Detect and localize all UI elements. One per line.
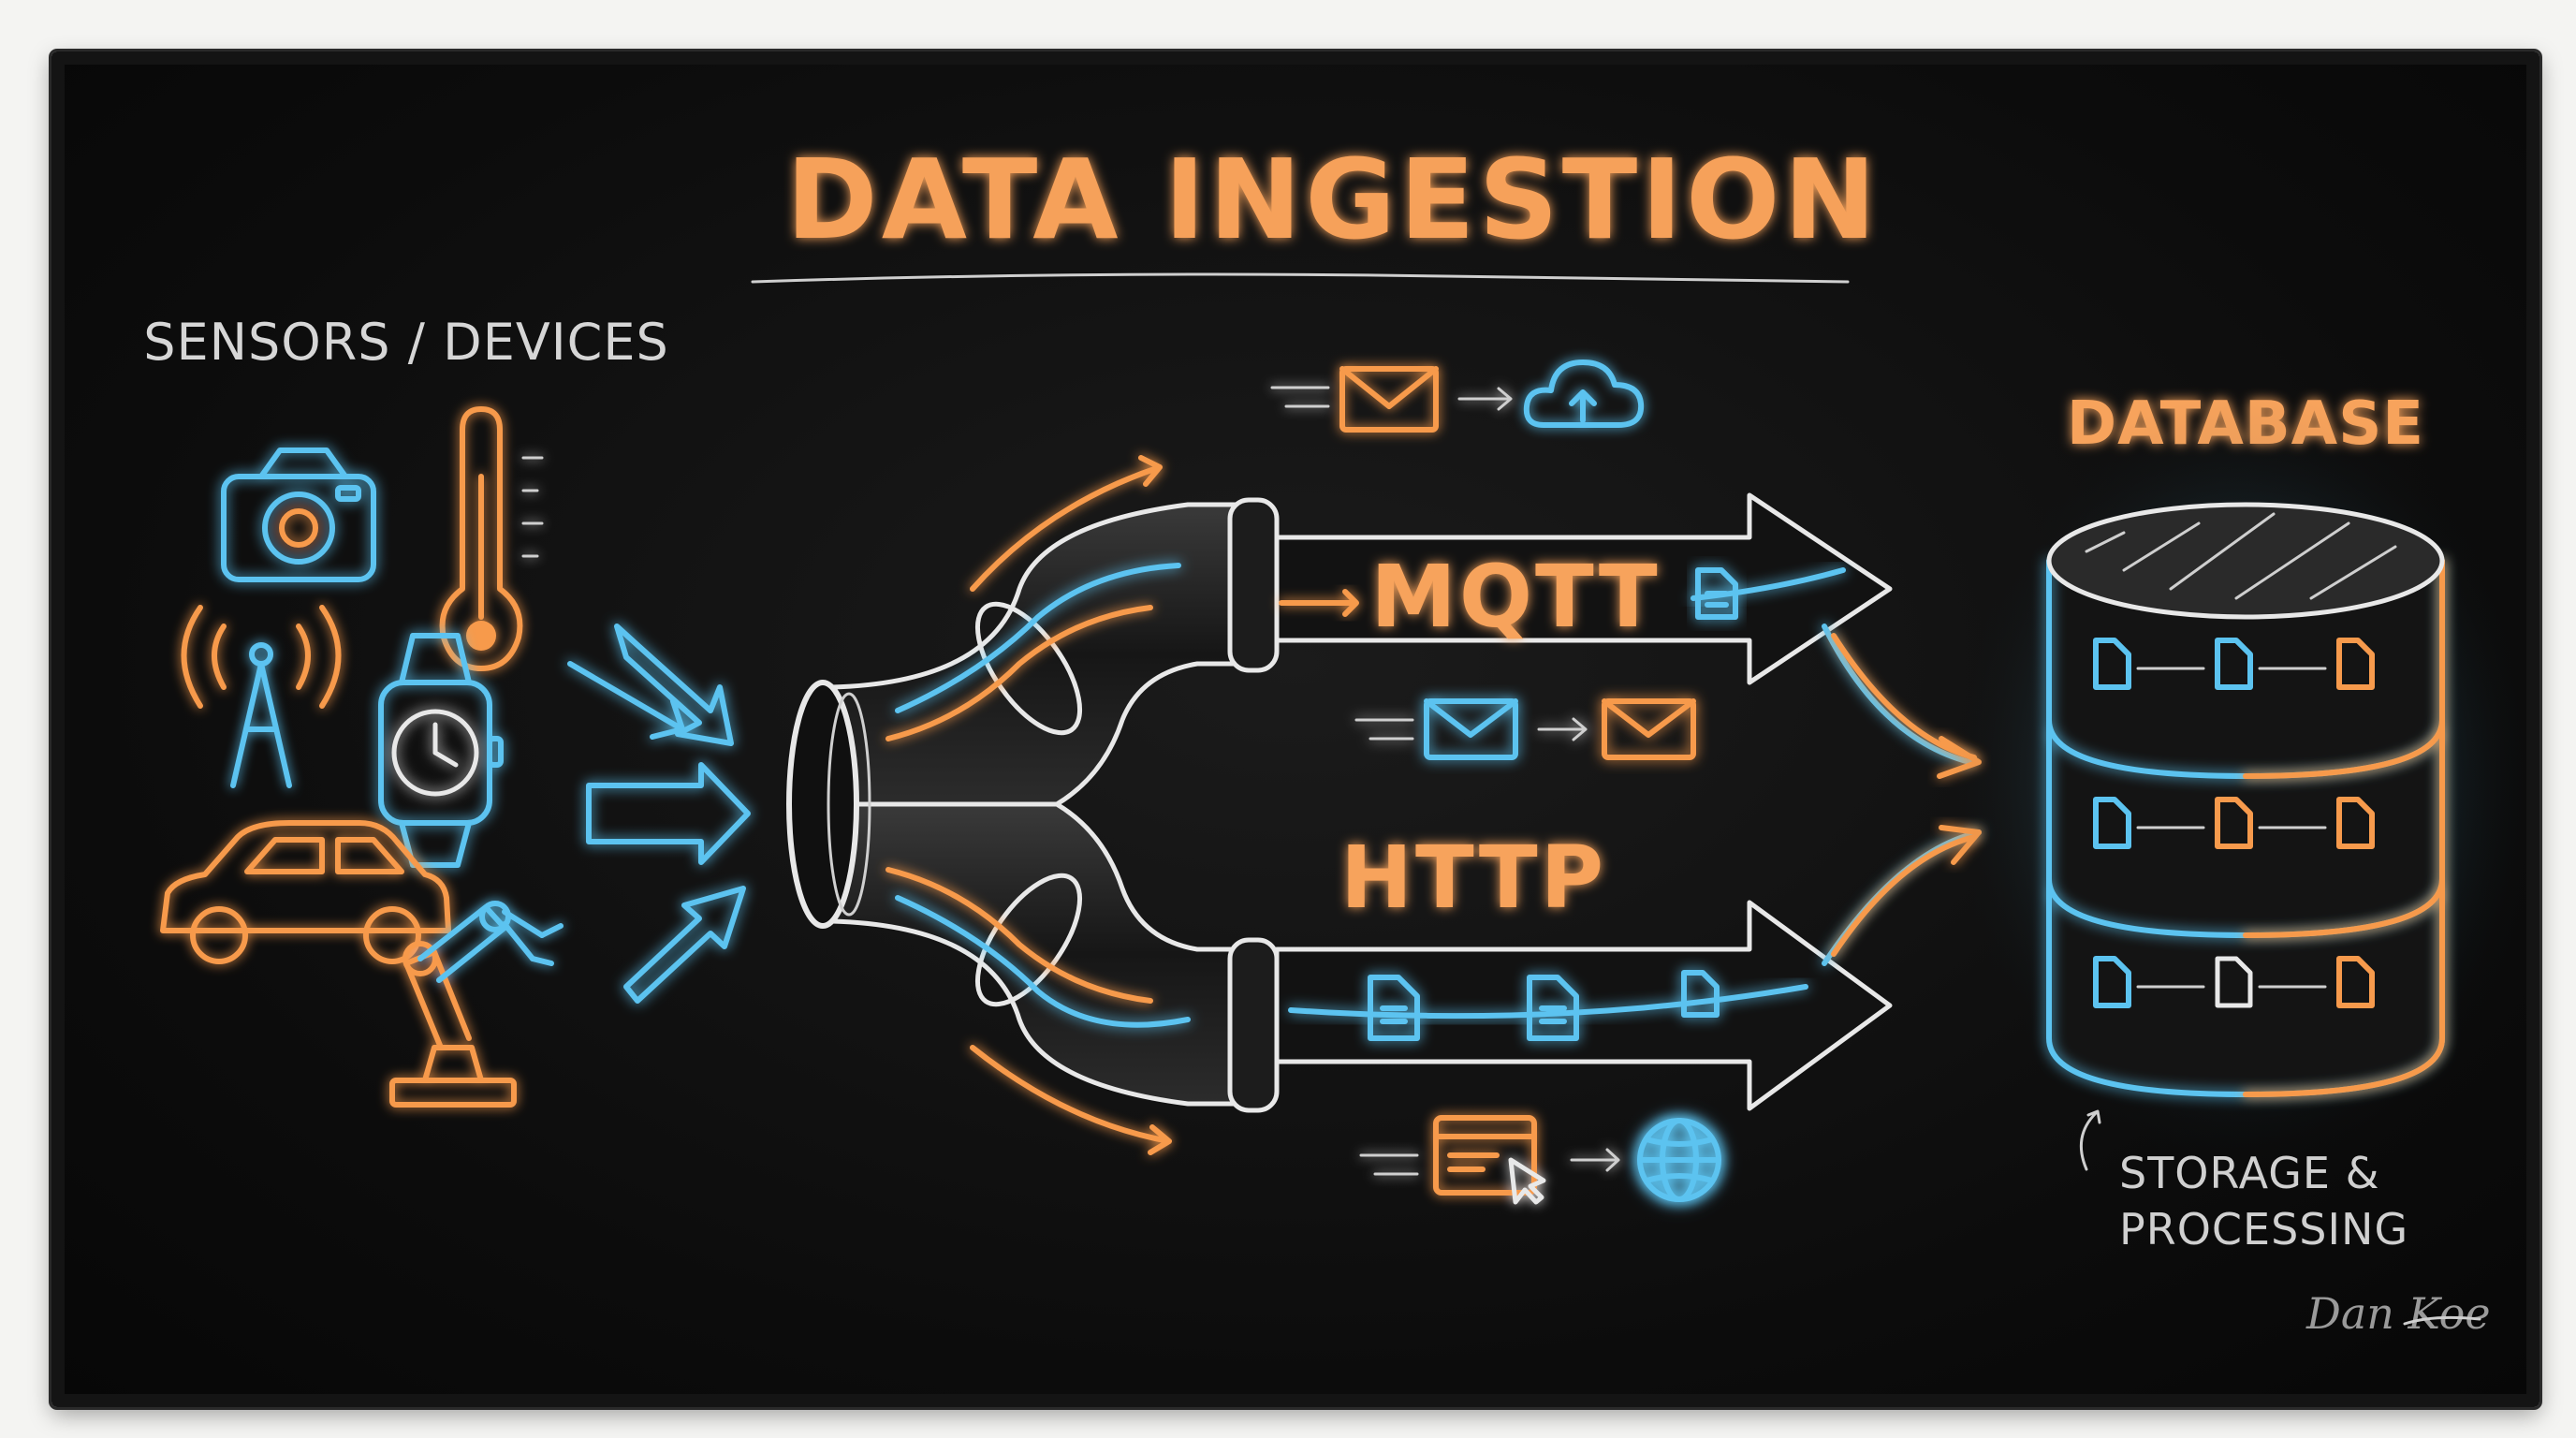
thermometer-icon (439, 406, 544, 671)
ingestion-diagram: DATA INGESTION SENSORS / DEVICES (143, 135, 2526, 1339)
database-documents (2093, 638, 2375, 1008)
signature: Dan Koe (2305, 1288, 2491, 1339)
document-icon (1695, 567, 1738, 620)
database-icon (1946, 392, 2526, 1179)
signature-underline (2403, 1315, 2481, 1326)
antenna-icon (181, 605, 342, 788)
page-title: DATA INGESTION (786, 135, 1880, 264)
storage-note-line1: STORAGE & (2119, 1148, 2379, 1198)
camera-icon (221, 448, 376, 582)
sensors-label: SENSORS / DEVICES (143, 313, 669, 372)
chalkboard: DATA INGESTION SENSORS / DEVICES (51, 51, 2539, 1407)
pipe-splitter (786, 455, 1280, 1155)
http-label: HTTP (1340, 828, 1606, 928)
smartwatch-icon (378, 633, 504, 868)
browser-to-globe-flow (1359, 1115, 1721, 1205)
envelope-to-cloud-flow (1270, 360, 1645, 433)
mqtt-pipe-arrow: MQTT (1274, 492, 1893, 685)
storage-note-line2: PROCESSING (2119, 1204, 2408, 1255)
http-pipe-arrow (1274, 900, 1893, 1111)
input-arrows (567, 624, 751, 1004)
mqtt-label: MQTT (1370, 547, 1660, 647)
title-underline (751, 272, 1850, 284)
robot-arm-icon (389, 901, 564, 1108)
envelope-to-envelope-flow (1354, 698, 1696, 760)
car-icon (160, 820, 451, 964)
http-documents (1368, 970, 1720, 1041)
note-curl-arrow (2079, 1109, 2101, 1171)
